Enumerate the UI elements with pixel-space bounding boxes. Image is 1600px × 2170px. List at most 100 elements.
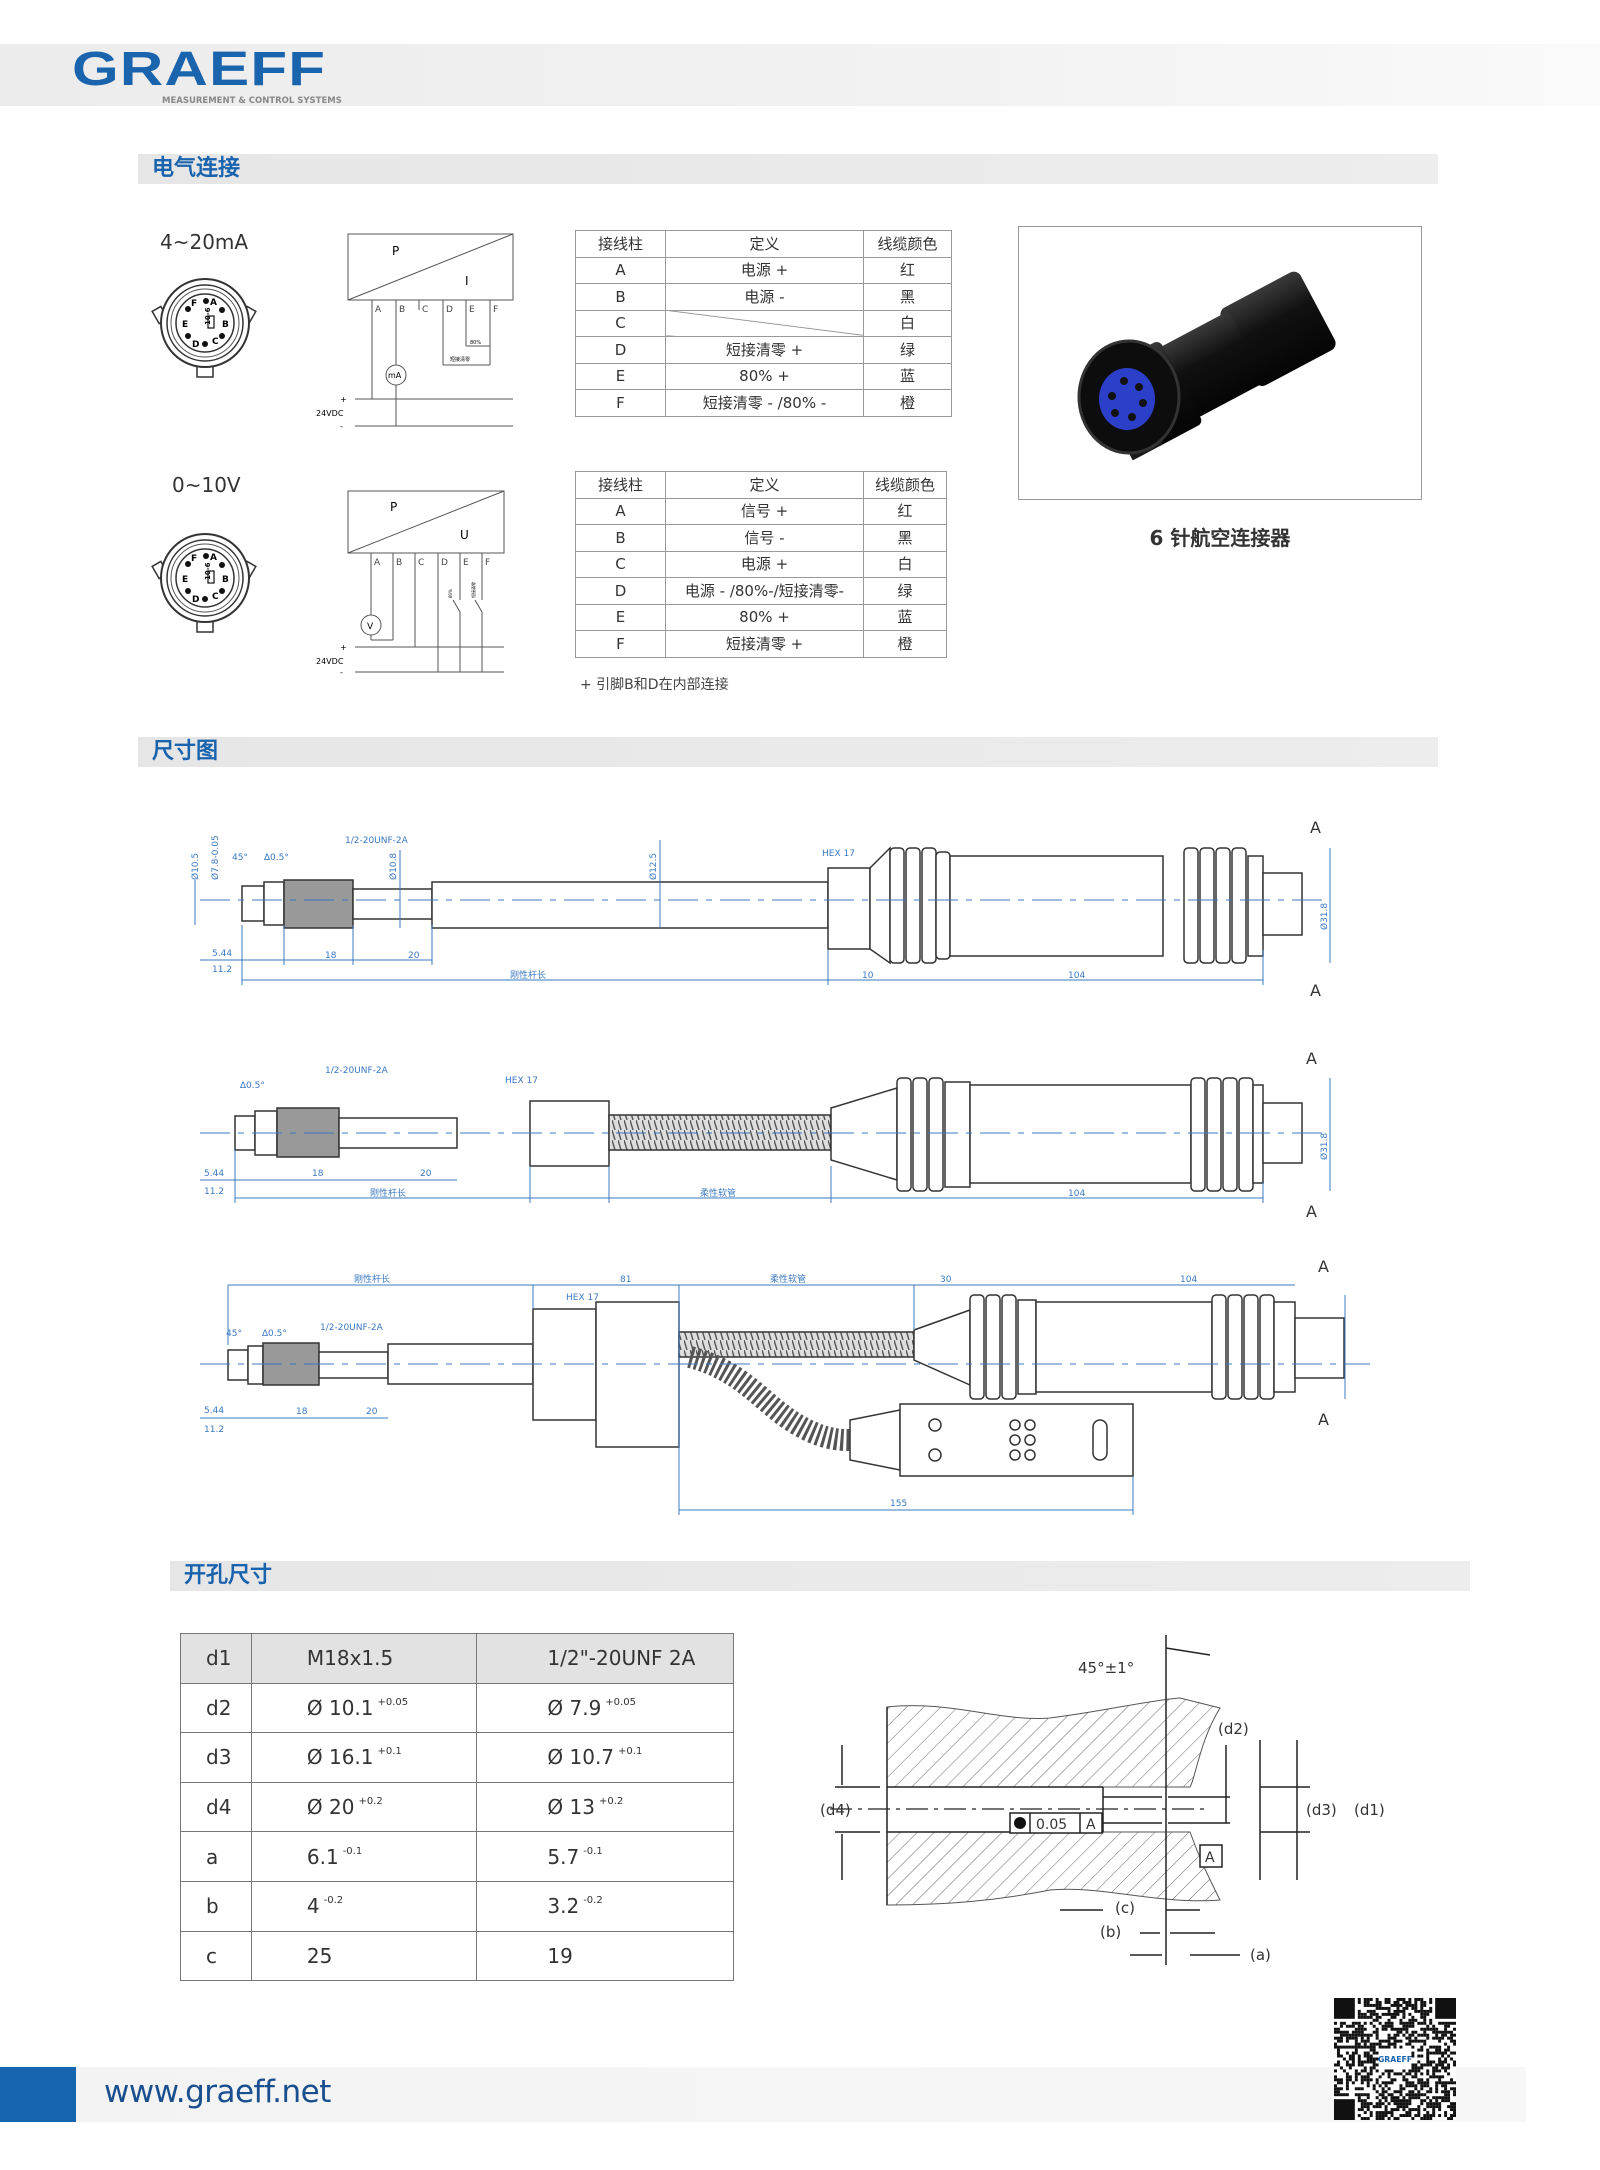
section-mark: A bbox=[1310, 981, 1321, 1000]
cell-value: d2 bbox=[206, 1695, 232, 1720]
table-cell: C bbox=[575, 550, 666, 578]
section-header-electrical: 电气连接 bbox=[138, 154, 1438, 184]
signal-label-4-20ma: 4~20mA bbox=[160, 230, 249, 254]
table-cell: 6.1-0.1 bbox=[250, 1831, 478, 1882]
angle-label: ∆0.5° bbox=[239, 1081, 265, 1091]
table-cell: Ø 10.7+0.1 bbox=[476, 1732, 734, 1783]
table-cell: 80% + bbox=[665, 603, 864, 631]
table-cell: 短接清零 + bbox=[665, 630, 864, 658]
table-cell: E bbox=[575, 603, 666, 631]
hex-label: HEX 17 bbox=[566, 1293, 599, 1303]
angle-label: ∆0.5° bbox=[263, 853, 289, 863]
cell-value: Ø 7.9 bbox=[547, 1695, 602, 1720]
terminal-label: A bbox=[375, 305, 382, 315]
pin-label: E bbox=[182, 320, 188, 330]
c-label: (c) bbox=[1115, 1899, 1135, 1917]
tolerance: +0.2 bbox=[598, 1796, 624, 1808]
table-cell: D bbox=[575, 336, 666, 364]
pin-label: C bbox=[212, 592, 219, 602]
dim-label: 11.2 bbox=[204, 1187, 224, 1197]
table-cell bbox=[665, 309, 864, 337]
table-cell: Ø 20+0.2 bbox=[250, 1781, 478, 1833]
table-cell: 信号 + bbox=[665, 497, 864, 525]
table-cell: 蓝 bbox=[863, 362, 952, 390]
dim-label: 155 bbox=[890, 1499, 907, 1509]
footer-accent bbox=[0, 2067, 76, 2122]
section-title: 尺寸图 bbox=[152, 739, 219, 764]
table-cell: c bbox=[180, 1930, 252, 1982]
a-label: (a) bbox=[1250, 1946, 1271, 1964]
terminal-label: C bbox=[418, 558, 424, 568]
table-cell: d3 bbox=[180, 1732, 252, 1783]
table-cell: 电源 + bbox=[665, 550, 864, 578]
website-link[interactable]: www.graeff.net bbox=[104, 2074, 331, 2110]
switch-80-label: 80% bbox=[470, 340, 481, 346]
cell-value: c bbox=[206, 1943, 217, 1968]
qr-code[interactable]: GRAEFF bbox=[1334, 1998, 1456, 2120]
dim-label: Ø10.8 bbox=[388, 853, 399, 880]
cutout-drawing: 45°±1° (d2) (d4) (d3) (d1) (c) (b) (a) 0… bbox=[820, 1635, 1385, 1965]
pin-label: F bbox=[191, 299, 197, 309]
cell-value: d1 bbox=[206, 1646, 232, 1671]
cell-value: 4 bbox=[306, 1894, 320, 1919]
tolerance: +0.1 bbox=[377, 1746, 402, 1758]
wiring-diagram-0-10v: P U A B C D E F V 80% 短接清零 24VDC + - bbox=[316, 490, 505, 677]
pin-label: A bbox=[210, 298, 217, 308]
cell-value: d3 bbox=[206, 1745, 232, 1770]
dim-label: 11.2 bbox=[212, 965, 232, 975]
column-header: 线缆颜色 bbox=[863, 471, 947, 499]
dim-label: 18 bbox=[296, 1407, 308, 1417]
table-cell: D bbox=[575, 577, 666, 605]
table-cell: a bbox=[180, 1831, 252, 1882]
rod-length-label: 刚性杆长 bbox=[370, 1187, 406, 1199]
tolerance: +0.05 bbox=[377, 1696, 409, 1708]
table-cell: 绿 bbox=[863, 336, 952, 364]
dim-label: 104 bbox=[1068, 971, 1085, 981]
section-header-dimensions: 尺寸图 bbox=[138, 737, 1438, 767]
table-cell: 4-0.2 bbox=[250, 1880, 478, 1932]
tolerance: -0.2 bbox=[583, 1895, 603, 1907]
graeff-logo: GRAEFF bbox=[72, 43, 327, 96]
terminal-label: A bbox=[374, 558, 381, 568]
connector-photo bbox=[1077, 271, 1336, 461]
d2-label: (d2) bbox=[1218, 1720, 1249, 1738]
dim-label: Ø7.8-0.05 bbox=[210, 835, 221, 880]
table-cell: 蓝 bbox=[863, 603, 947, 631]
logo-tagline: MEASUREMENT & CONTROL SYSTEMS bbox=[162, 96, 342, 106]
connector-pinout-icon: A B C D E F 10-6 bbox=[151, 278, 257, 378]
b-label: (b) bbox=[1100, 1923, 1121, 1941]
table-cell: 白 bbox=[863, 550, 947, 578]
table-cell: 3.2-0.2 bbox=[476, 1880, 734, 1932]
thread-spec-label: 1/2-20UNF-2A bbox=[325, 1066, 389, 1076]
table-cell: 电源 + bbox=[665, 256, 864, 284]
chamfer-label: 45° bbox=[226, 1329, 242, 1339]
switch-zero-label: 短接清零 bbox=[470, 582, 476, 598]
box-input-label: P bbox=[392, 244, 399, 258]
dim-label: 81 bbox=[620, 1275, 631, 1285]
qr-logo: GRAEFF bbox=[1378, 2055, 1412, 2064]
section-mark: A bbox=[1318, 1410, 1329, 1429]
dim-label: 104 bbox=[1068, 1189, 1085, 1199]
cell-value: 5.7 bbox=[547, 1844, 580, 1869]
table-cell: B bbox=[575, 283, 666, 311]
table-cell: 黑 bbox=[863, 524, 947, 552]
d3-label: (d3) bbox=[1306, 1801, 1337, 1819]
cell-value: 3.2 bbox=[547, 1894, 580, 1919]
table-cell: Ø 10.1+0.05 bbox=[250, 1682, 478, 1734]
tolerance: +0.1 bbox=[618, 1746, 643, 1758]
section-title: 开孔尺寸 bbox=[184, 1563, 273, 1588]
pin-label: D bbox=[192, 340, 199, 350]
table-cell: d4 bbox=[180, 1781, 252, 1833]
table-cell: C bbox=[575, 309, 666, 337]
section-title: 电气连接 bbox=[152, 156, 241, 181]
